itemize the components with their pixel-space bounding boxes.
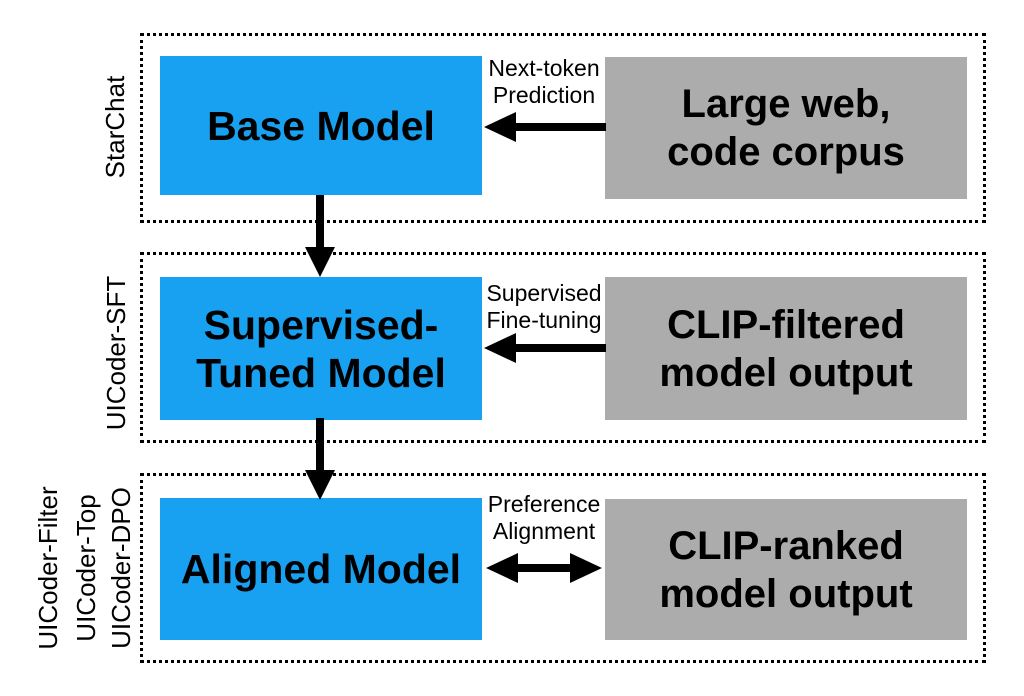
arrow-left-icon: [484, 112, 606, 142]
stage-label-uicoder-top: UICoder-Top: [71, 494, 101, 642]
process-label-preference-alignment: Preference Alignment: [482, 491, 606, 545]
stage-label-starchat: StarChat: [100, 75, 130, 179]
stage-group-aligned: [140, 473, 986, 663]
process-label-line: Prediction: [492, 82, 596, 108]
data-box-clip-ranked: CLIP-ranked model output: [605, 499, 967, 640]
model-box-supervised-tuned: Supervised- Tuned Model: [160, 277, 482, 420]
model-box-aligned: Aligned Model: [160, 498, 482, 640]
stage-label-uicoder-dpo: UICoder-DPO: [106, 487, 136, 649]
model-box-label: Aligned Model: [180, 546, 462, 592]
model-box-label: Supervised-: [203, 301, 439, 348]
stage-group-sft: [140, 252, 986, 443]
data-box-web-corpus: Large web, code corpus: [605, 57, 967, 199]
process-label-supervised-fine-tuning: Supervised Fine-tuning: [482, 280, 606, 334]
model-box-label: Base Model: [207, 102, 435, 149]
flow-arrow-down-icon: [305, 195, 335, 277]
process-label-next-token-prediction: Next-token Prediction: [482, 55, 606, 109]
model-box-label: Tuned Model: [196, 349, 446, 396]
stage-label-uicoder-filter: UICoder-Filter: [33, 486, 63, 650]
process-label-line: Alignment: [492, 518, 596, 544]
data-box-clip-filtered: CLIP-filtered model output: [605, 277, 967, 420]
process-label-line: Preference: [487, 491, 601, 517]
data-box-label: Large web,: [681, 82, 891, 126]
data-box-label: model output: [659, 571, 913, 616]
flow-arrow-down-icon: [305, 418, 335, 500]
stage-label-uicoder-sft: UICoder-SFT: [101, 275, 131, 431]
process-label-line: Fine-tuning: [486, 307, 602, 333]
process-label-line: Next-token: [488, 55, 600, 81]
arrow-left-icon: [484, 333, 606, 363]
stage-group-base: [140, 33, 986, 223]
model-box-base: Base Model: [160, 56, 482, 195]
data-box-label: model output: [659, 350, 913, 395]
process-label-line: Supervised: [486, 280, 602, 306]
data-box-label: CLIP-ranked: [668, 523, 904, 568]
arrow-both-icon: [486, 553, 602, 583]
data-box-label: code corpus: [667, 130, 905, 174]
data-box-label: CLIP-filtered: [667, 302, 905, 347]
